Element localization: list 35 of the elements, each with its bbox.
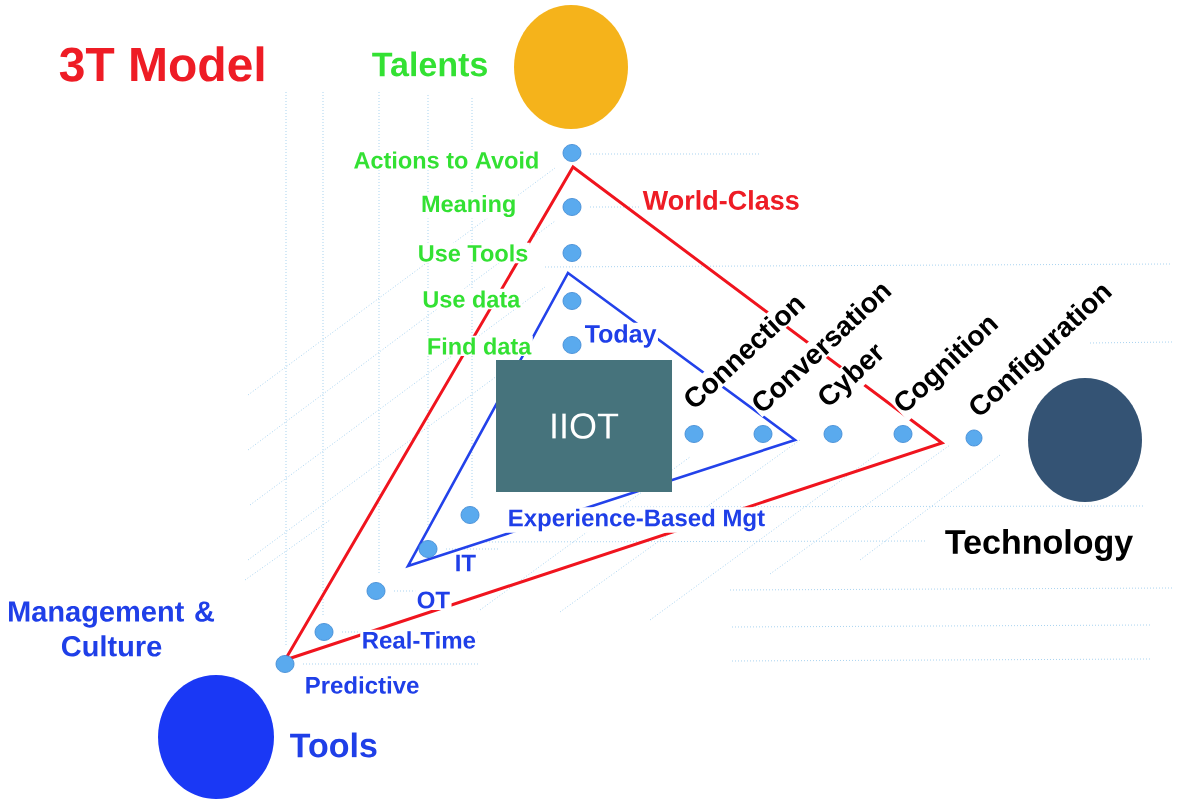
dot	[684, 425, 704, 443]
triangle-label: World-Class	[641, 188, 802, 212]
dot	[562, 336, 582, 354]
axis-title: Tools	[288, 731, 380, 759]
dot	[893, 425, 913, 443]
axis-label: Find data	[425, 335, 533, 357]
dot	[275, 655, 295, 673]
axis-label: Experience-Based Mgt	[506, 507, 767, 533]
axis-label: IT	[453, 553, 478, 573]
circle	[158, 675, 274, 799]
dot	[418, 540, 438, 558]
axis-title: Management & Culture	[9, 601, 214, 657]
dot	[314, 623, 334, 641]
axis-label: Real-Time	[360, 629, 478, 651]
dot	[366, 582, 386, 600]
axis-label: Predictive	[303, 674, 421, 696]
dot	[460, 506, 480, 524]
axis-label: OT	[415, 590, 452, 610]
axis-label: Actions to Avoid	[352, 149, 541, 171]
axis-title: Technology	[943, 527, 1135, 563]
dot	[753, 425, 773, 443]
dot	[562, 144, 582, 162]
dot	[562, 292, 582, 310]
axis-label: Use data	[420, 288, 522, 310]
axis-label: Meaning	[419, 193, 518, 219]
circle	[514, 5, 628, 129]
dot	[823, 425, 843, 443]
axis-title: Talents	[370, 50, 490, 78]
title: 3T Model	[57, 44, 269, 84]
dot	[562, 244, 582, 262]
triangle-label: Today	[583, 322, 658, 350]
axis-label: Use Tools	[416, 242, 530, 264]
text-box: IIOT	[496, 360, 672, 492]
dot	[965, 429, 983, 447]
dot	[562, 198, 582, 216]
